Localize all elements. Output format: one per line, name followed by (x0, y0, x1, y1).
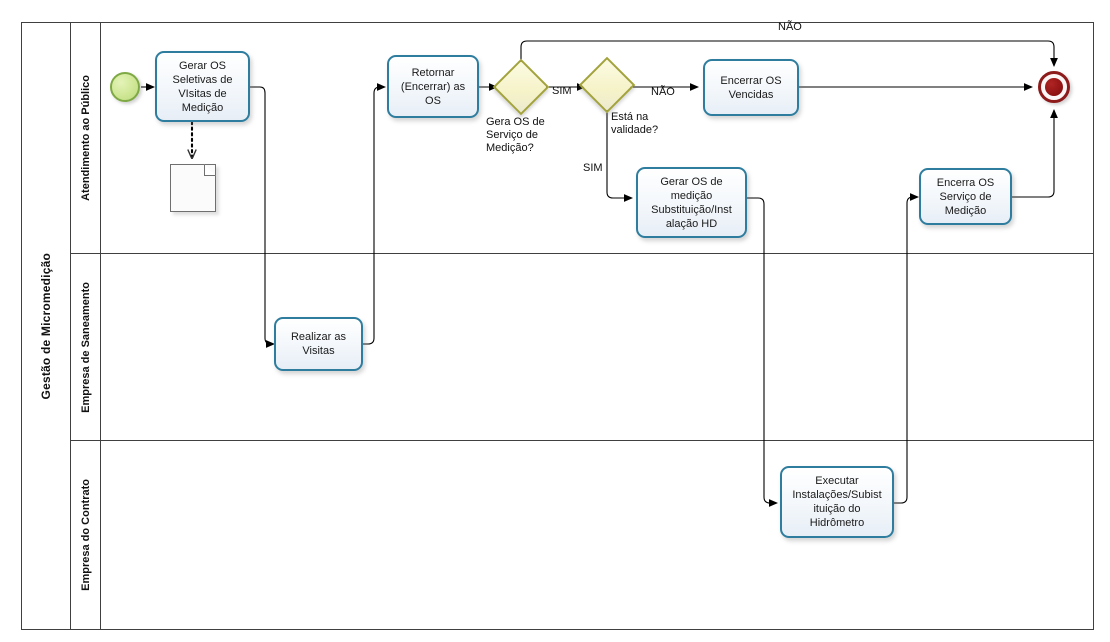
start-event[interactable] (110, 72, 140, 102)
task-encerrar-os-vencidas[interactable]: Encerrar OS Vencidas (703, 59, 799, 116)
lane-label-saneamento: Empresa de Saneamento (71, 254, 101, 440)
task-realizar-visitas[interactable]: Realizar as Visitas (274, 317, 363, 371)
task-encerra-os-servico-medicao[interactable]: Encerra OS Serviço de Medição (919, 168, 1012, 225)
lane-label-text-atendimento: Atendimento ao Público (79, 75, 92, 201)
data-object-fold-icon (204, 164, 216, 176)
task-retornar-encerrar-os[interactable]: Retornar (Encerrar) as OS (387, 55, 479, 118)
task-executar-instalacoes-hidrometro[interactable]: Executar Instalações/Subist ituição do H… (780, 466, 894, 538)
flow-label-nao-top: NÃO (778, 21, 802, 33)
flow-label-sim-gateway2: SIM (583, 162, 603, 174)
end-event[interactable] (1038, 71, 1070, 103)
gateway-gera-os-servico-label: Gera OS de Serviço de Medição? (486, 116, 545, 154)
lane-label-atendimento: Atendimento ao Público (71, 23, 101, 253)
flow-label-sim-gateway1: SIM (552, 85, 572, 97)
lane-label-text-contrato: Empresa do Contrato (79, 479, 92, 591)
task-gerar-os-seletivas[interactable]: Gerar OS Seletivas de VIsitas de Medição (155, 51, 250, 122)
flow-label-nao-gateway2: NÃO (651, 86, 675, 98)
lane-label-text-saneamento: Empresa de Saneamento (79, 281, 92, 413)
lane-body-contrato (101, 441, 1094, 629)
data-object-icon[interactable] (170, 164, 216, 212)
pool-label: Gestão de Micromedição (22, 23, 71, 629)
task-gerar-os-substituicao[interactable]: Gerar OS de medição Substituição/Inst al… (636, 167, 747, 238)
pool-label-text: Gestão de Micromedição (39, 252, 53, 400)
lane-empresa-do-contrato: Empresa do Contrato (71, 440, 1094, 629)
lane-body-saneamento (101, 254, 1094, 440)
gateway-esta-na-validade-label: Está na validade? (611, 111, 659, 136)
lane-empresa-de-saneamento: Empresa de Saneamento (71, 253, 1094, 440)
lane-atendimento-ao-publico: Atendimento ao Público (71, 23, 1094, 253)
lane-label-contrato: Empresa do Contrato (71, 441, 101, 629)
